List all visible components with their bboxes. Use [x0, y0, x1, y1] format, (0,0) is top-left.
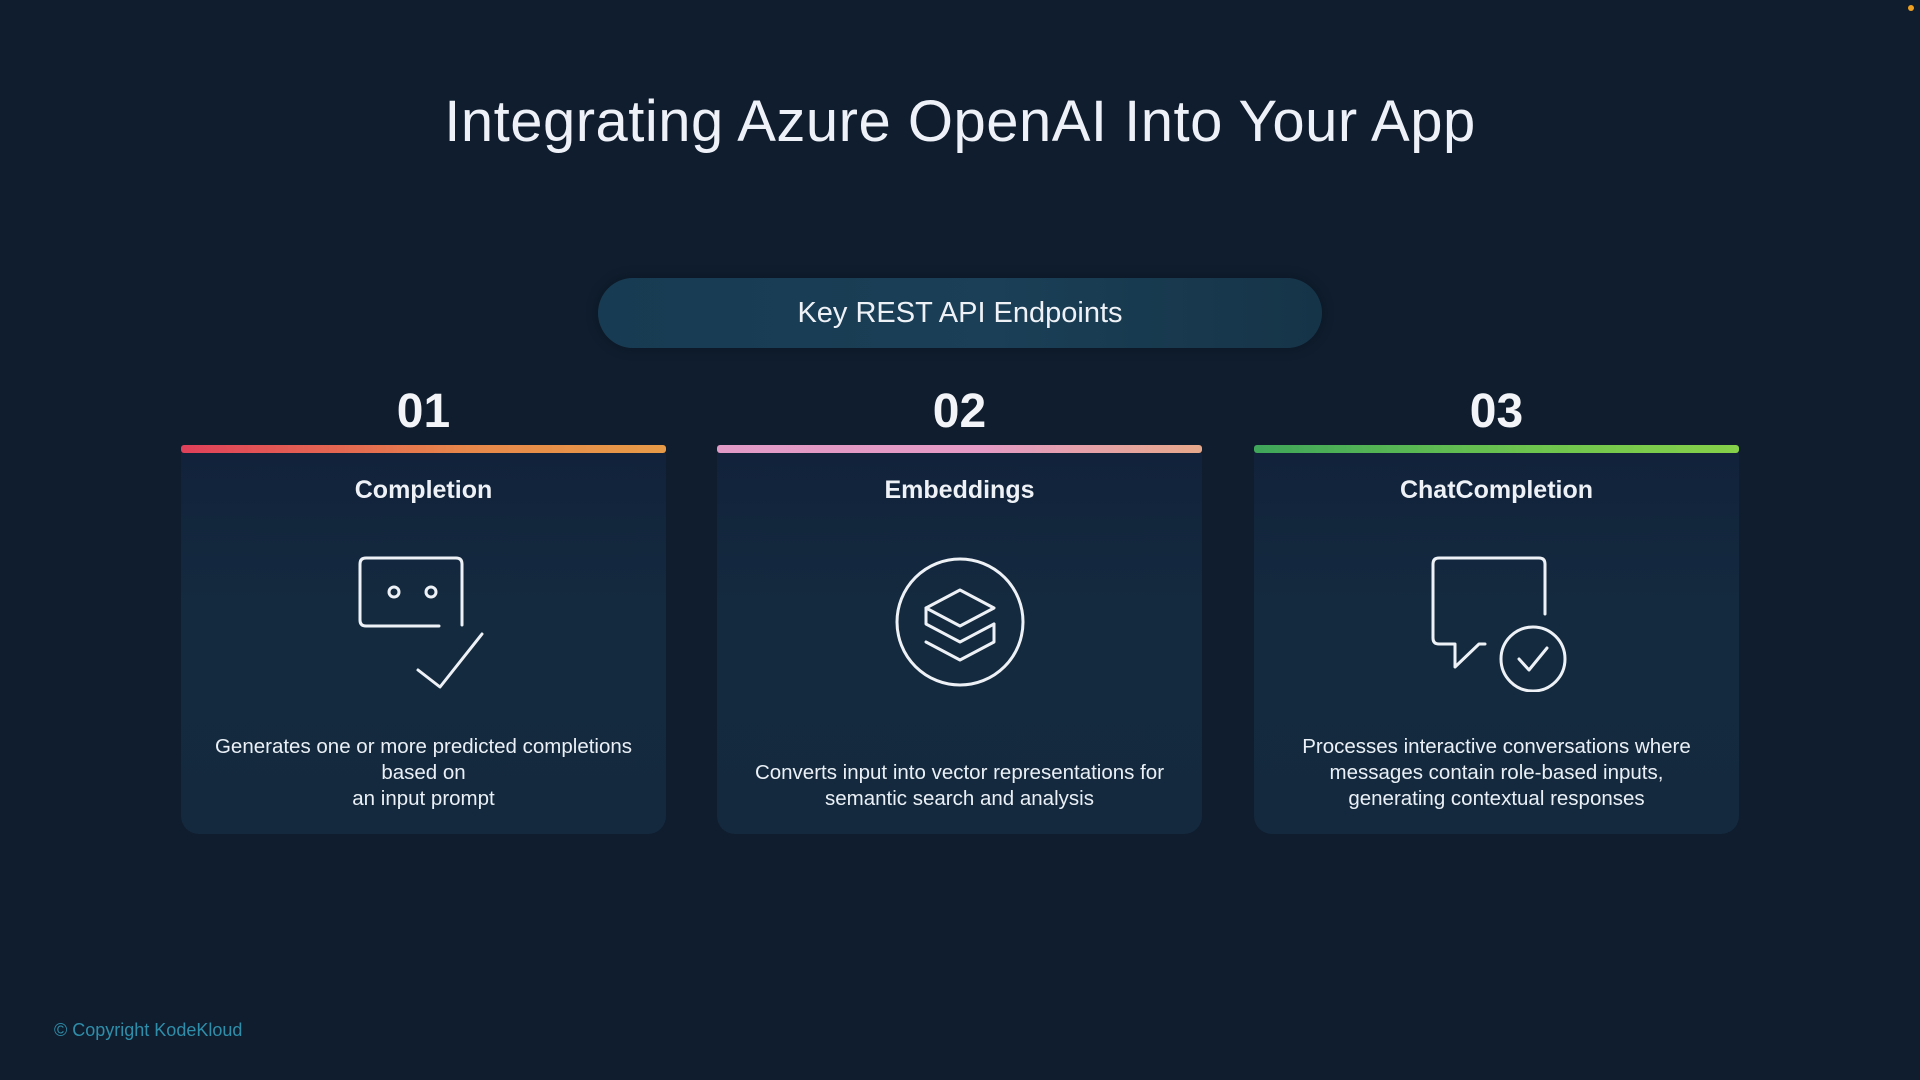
card-accent-bar: [181, 445, 666, 453]
card-body: [1254, 453, 1739, 834]
section-pill-label: Key REST API Endpoints: [797, 296, 1123, 329]
card-title: Completion: [354, 476, 493, 504]
chat-bot-check-icon: [354, 552, 494, 692]
endpoint-card-embeddings: 02 Embeddings Converts input into vector…: [717, 380, 1202, 834]
card-title: ChatCompletion: [1399, 476, 1594, 504]
card-description: Converts input into vector representatio…: [754, 761, 1165, 810]
section-pill: Key REST API Endpoints: [598, 278, 1322, 348]
layers-circle-icon: [890, 552, 1030, 692]
card-accent-bar: [717, 445, 1202, 453]
copyright-notice: © Copyright KodeKloud: [54, 1020, 243, 1040]
endpoint-cards: 01 Completion Generates one or more pred…: [181, 380, 1739, 840]
card-number: 01: [396, 385, 451, 438]
slide-title: Integrating Azure OpenAI Into Your App: [444, 89, 1476, 154]
endpoint-card-completion: 01 Completion Generates one or more pred…: [181, 380, 666, 834]
card-title: Embeddings: [884, 476, 1035, 504]
card-body: [181, 453, 666, 834]
endpoint-card-chatcompletion: 03 ChatCompletion Processes interactive …: [1254, 380, 1739, 834]
recording-indicator-dot: [1908, 5, 1914, 11]
card-description: Generates one or more predicted completi…: [214, 735, 633, 810]
card-number: 03: [1469, 385, 1524, 438]
card-number: 02: [932, 385, 987, 438]
chat-bubble-check-icon: [1427, 552, 1567, 693]
card-description: Processes interactive conversations wher…: [1302, 735, 1691, 810]
card-accent-bar: [1254, 445, 1739, 453]
